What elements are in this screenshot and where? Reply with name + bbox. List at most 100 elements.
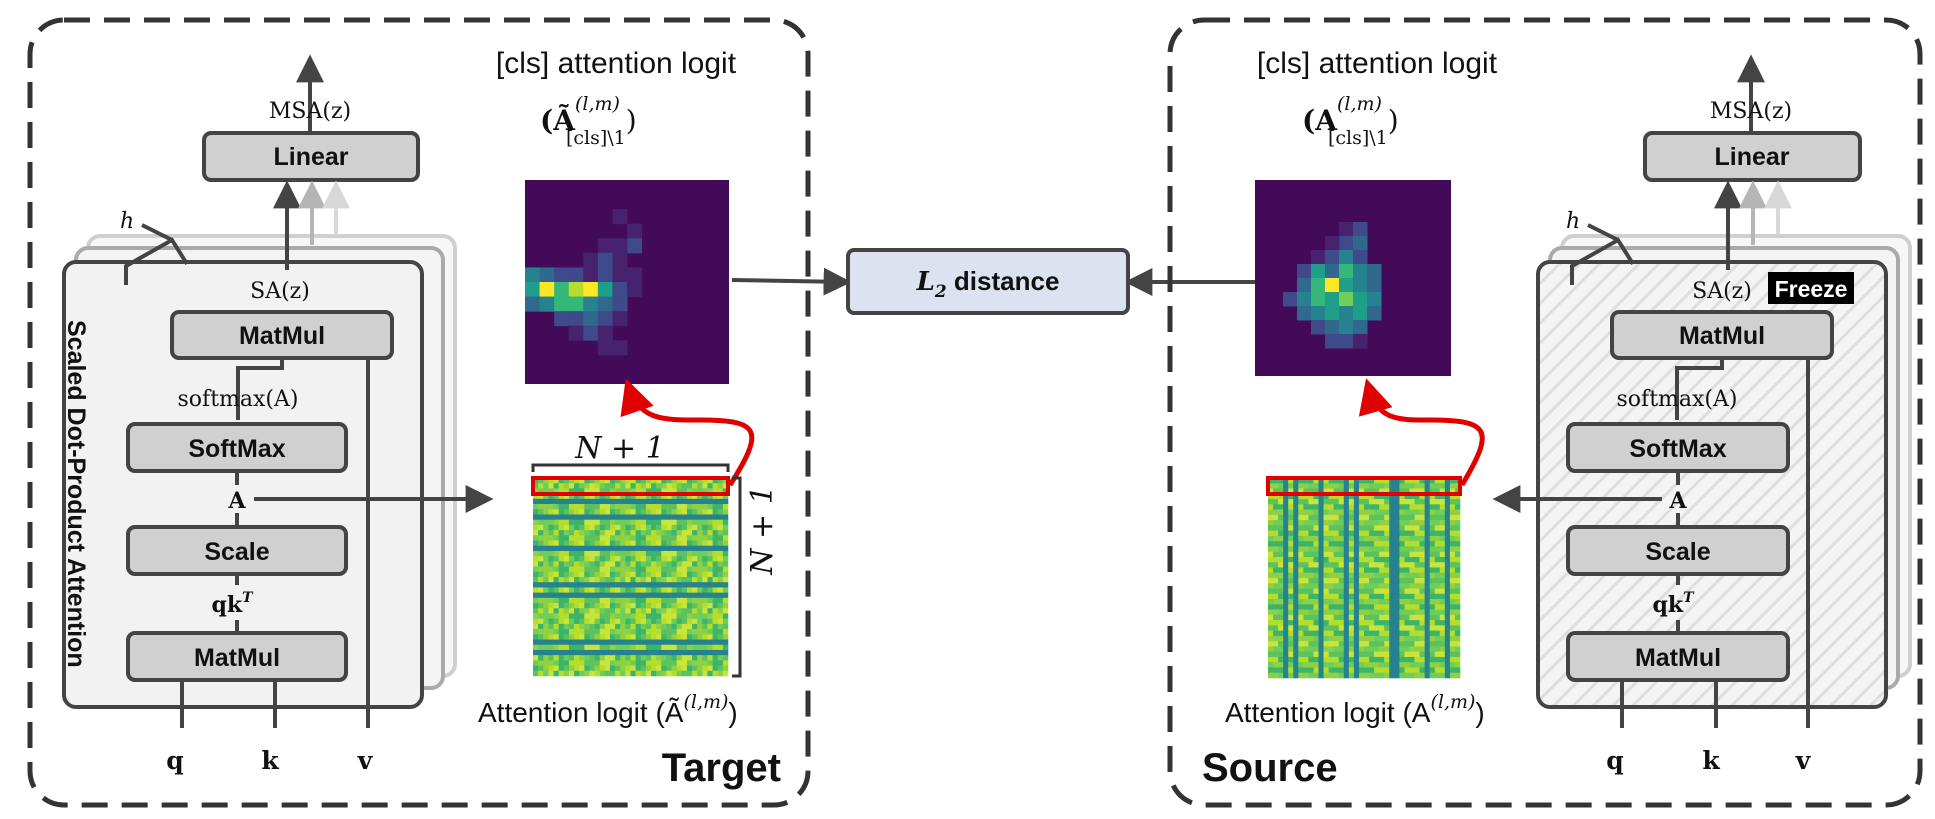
matrix-cell (574, 613, 580, 619)
matrix-cell (1379, 509, 1385, 516)
matrix-cell (697, 530, 703, 536)
matrix-cell (584, 498, 590, 505)
matrix-cell (1293, 662, 1299, 668)
matrix-cell (594, 556, 601, 562)
matrix-cell (1454, 509, 1461, 516)
matrix-cell (1414, 672, 1420, 679)
matrix-cell (553, 608, 559, 614)
matrix-cell (609, 545, 616, 552)
matrix-cell (630, 478, 636, 484)
matrix-cell (645, 613, 652, 619)
matrix-cell (1283, 499, 1289, 505)
matrix-cell (558, 556, 565, 562)
matrix-cell (1273, 499, 1279, 505)
matrix-cell (533, 550, 539, 557)
matrix-cell (548, 504, 554, 510)
matrix-cell (1394, 646, 1400, 652)
matrix-cell (1358, 614, 1365, 621)
matrix-cell (615, 613, 621, 619)
matrix-cell (656, 577, 662, 583)
matrix-cell (1348, 578, 1355, 584)
matrix-cell (594, 665, 601, 672)
matrix-cell (722, 498, 729, 505)
matrix-cell (635, 670, 642, 677)
matrix-cell (645, 509, 652, 515)
matrix-cell (604, 561, 611, 567)
matrix-cell (1298, 514, 1304, 521)
matrix-cell (1278, 583, 1284, 589)
matrix-cell (599, 592, 606, 599)
matrix-cell (707, 644, 713, 651)
matrix-cell (651, 665, 657, 672)
matrix-cell (1369, 625, 1375, 631)
matrix-cell (1358, 499, 1365, 505)
heatmap-cell (1339, 278, 1354, 293)
matrix-cell (1399, 662, 1405, 668)
matrix-cell (1328, 625, 1334, 631)
matrix-cell (1379, 551, 1385, 558)
matrix-cell (666, 483, 672, 489)
matrix-cell (1384, 588, 1390, 595)
matrix-cell (630, 488, 636, 494)
matrix-cell (702, 524, 708, 531)
matrix-cell (1369, 535, 1375, 542)
matrix-cell (666, 519, 672, 526)
matrix-cell (538, 524, 544, 531)
matrix-cell (1419, 604, 1425, 610)
matrix-cell (533, 577, 539, 583)
matrix-cell (1404, 504, 1410, 510)
heatmap-cell (1353, 236, 1368, 251)
matrix-cell (1303, 672, 1309, 679)
matrix-cell (1343, 599, 1350, 605)
matrix-cell (589, 545, 595, 552)
matrix-cell (712, 603, 719, 609)
matrix-cell (1384, 562, 1390, 568)
matrix-cell (538, 670, 544, 677)
matrix-cell (589, 660, 595, 666)
matrix-cell (1394, 546, 1400, 552)
matrix-cell (1328, 525, 1334, 531)
matrix-cell (1358, 572, 1365, 579)
matrix-cell (625, 483, 631, 489)
matrix-cell (1298, 672, 1304, 679)
matrix-cell (553, 493, 559, 500)
matrix-cell (1338, 672, 1345, 679)
heatmap-cell (1367, 264, 1382, 279)
matrix-cell (656, 597, 662, 604)
matrix-cell (1449, 567, 1456, 574)
matrix-cell (712, 519, 719, 526)
matrix-cell (1318, 641, 1324, 647)
heatmap-cell (1311, 278, 1326, 293)
matrix-cell (1273, 651, 1279, 658)
matrix-cell (594, 530, 601, 536)
matrix-cell (722, 514, 729, 520)
matrix-cell (579, 530, 585, 536)
matrix-cell (584, 670, 590, 677)
matrix-cell (589, 582, 595, 588)
source-matmul-bottom-label: MatMul (1635, 644, 1721, 672)
matrix-cell (1268, 567, 1274, 574)
matrix-cell (1364, 509, 1370, 516)
matrix-cell (1308, 672, 1314, 679)
matrix-cell (1414, 646, 1420, 652)
matrix-cell (625, 478, 631, 484)
heatmap-cell (1339, 264, 1354, 279)
matrix-cell (640, 665, 647, 672)
matrix-cell (635, 530, 642, 536)
matrix-cell (1449, 588, 1456, 595)
matrix-cell (1318, 493, 1324, 500)
matrix-cell (1389, 572, 1395, 579)
matrix-cell (553, 488, 559, 494)
matrix-cell (1394, 525, 1400, 531)
matrix-cell (686, 660, 693, 666)
matrix-cell (1449, 630, 1456, 637)
matrix-cell (651, 603, 657, 609)
matrix-cell (1439, 520, 1446, 526)
matrix-cell (656, 504, 662, 510)
matrix-cell (666, 478, 672, 484)
matrix-cell (548, 498, 554, 505)
matrix-cell (1308, 578, 1314, 584)
matrix-cell (1424, 556, 1430, 563)
matrix-cell (1353, 604, 1360, 610)
matrix-cell (1454, 588, 1461, 595)
